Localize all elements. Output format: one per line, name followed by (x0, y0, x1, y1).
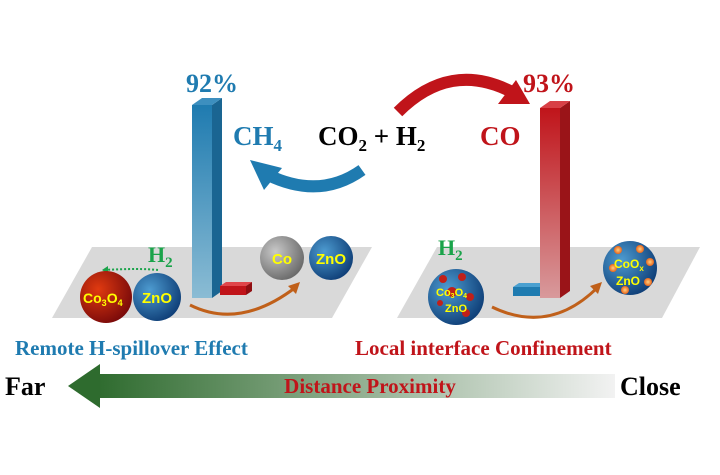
co-label: CO (480, 121, 521, 151)
ch4-bar-small-right (513, 283, 547, 296)
co3o4-particles (437, 273, 474, 317)
ch4-percent: 92% (186, 69, 238, 98)
right-caption: Local interface Confinement (355, 336, 612, 360)
co-percent: 93% (523, 69, 575, 98)
transform-arrow-left (189, 285, 297, 316)
co3o4-label: Co3O4 (83, 290, 123, 308)
distance-proximity-label: Distance Proximity (284, 374, 456, 398)
svg-text:H2: H2 (438, 235, 463, 264)
co-bar-small-left (220, 282, 252, 295)
transform-arrowhead-right (590, 282, 602, 294)
svg-text:H2: H2 (148, 242, 173, 271)
reactants-label: CO2 + H2 (318, 121, 425, 155)
spillover-dotted-arrow (103, 268, 159, 271)
co3o4-zno-sphere (428, 269, 484, 325)
transform-arrowhead-left (288, 282, 300, 294)
h2-label-left: H2 (148, 242, 173, 271)
ch4-selectivity-bar (192, 98, 222, 298)
zno-label-right-2: ZnO (616, 274, 640, 288)
co3o4-label-right: Co3O4 (436, 287, 467, 300)
far-label: Far (5, 372, 45, 401)
left-caption: Remote H-spillover Effect (15, 336, 248, 360)
co3o4-sphere (80, 271, 132, 323)
blue-curved-arrow (250, 160, 366, 193)
ch4-label: CH4 (233, 121, 283, 155)
h2-label-right: H2 (438, 235, 463, 264)
distance-arrow (68, 364, 615, 408)
co-sphere-label: Co (272, 251, 292, 268)
zno-sphere-left (133, 273, 181, 321)
zno-label-right: ZnO (445, 303, 467, 315)
coox-particles (609, 245, 654, 294)
zno-label-left: ZnO (142, 290, 172, 307)
co-selectivity-bar (540, 101, 570, 298)
red-curved-arrow (393, 73, 530, 117)
close-label: Close (620, 372, 681, 401)
zno-label-left-2: ZnO (316, 251, 346, 268)
transform-arrow-right (491, 285, 600, 319)
coox-zno-sphere (603, 241, 657, 295)
zno-sphere-left-2 (309, 236, 353, 280)
coox-label: CoOx (614, 257, 644, 273)
co-sphere (260, 236, 304, 280)
